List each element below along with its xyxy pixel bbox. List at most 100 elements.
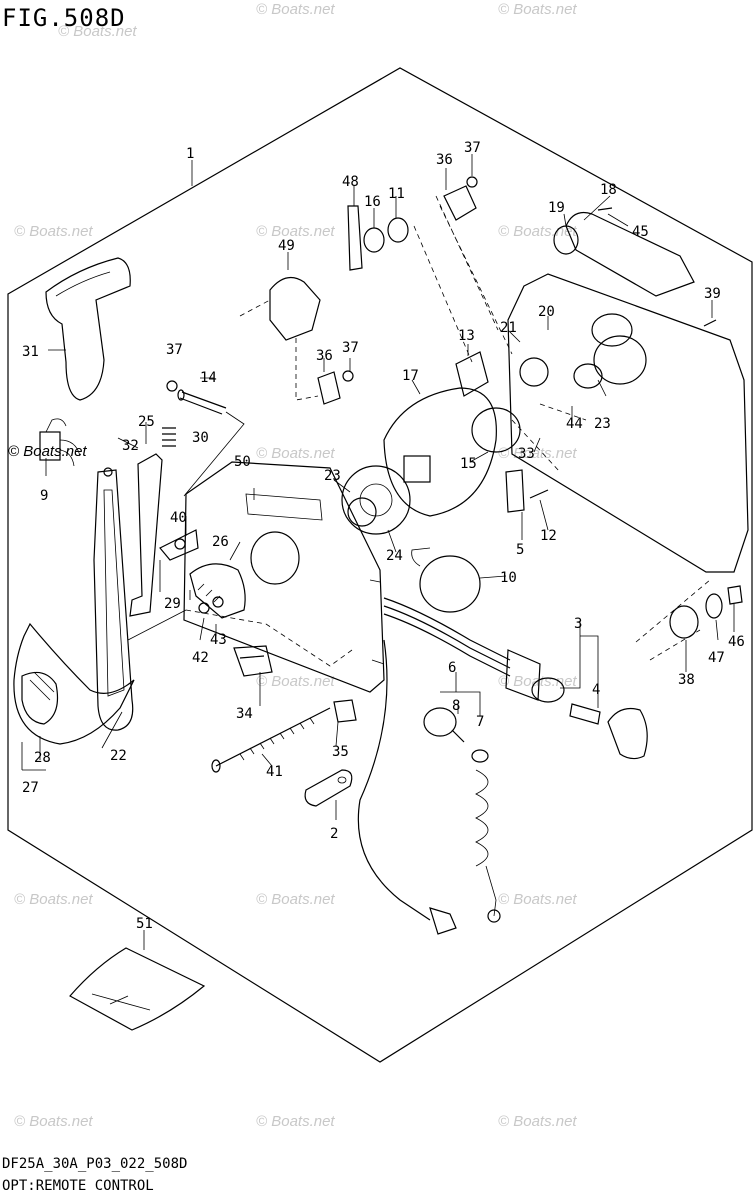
hardware-bag-part xyxy=(69,947,206,1031)
cover-bore xyxy=(593,335,647,385)
callout-44: 44 xyxy=(566,416,583,432)
dashed-assembly-line xyxy=(185,609,353,667)
arm-screw xyxy=(597,207,613,211)
watermark: © Boats.net xyxy=(256,673,335,690)
lever-cover-emblem xyxy=(21,671,59,725)
callout-19: 19 xyxy=(548,200,565,216)
harness-wires xyxy=(383,597,511,677)
lanyard-end xyxy=(485,865,497,917)
handle-grip-detail xyxy=(55,271,111,297)
throttle-bracket-part xyxy=(269,276,321,341)
gear-cam-part xyxy=(189,563,246,619)
callout-36: 36 xyxy=(436,152,453,168)
callout-47: 47 xyxy=(708,650,725,666)
buzzer-part xyxy=(419,555,481,613)
callout-7: 7 xyxy=(476,714,484,730)
callout-37b: 37 xyxy=(342,340,359,356)
pin-end xyxy=(177,389,185,401)
callout-49: 49 xyxy=(278,238,295,254)
dashed-assembly-line xyxy=(635,579,711,661)
callout-1: 1 xyxy=(186,146,194,162)
callout-8: 8 xyxy=(452,698,460,714)
callout-labels: 1 2 3 4 5 6 7 8 9 10 11 12 13 14 15 16 1… xyxy=(22,140,745,932)
nut-part xyxy=(727,585,743,605)
rear-plate-square xyxy=(403,455,431,483)
bolt-part xyxy=(529,489,549,499)
washer-part xyxy=(705,593,723,619)
callout-13: 13 xyxy=(458,328,475,344)
watermark: © Boats.net xyxy=(498,1113,577,1130)
handle-grip-part xyxy=(45,257,131,401)
diagram-code: DF25A_30A_P03_022_508D xyxy=(2,1156,188,1172)
stop-switch-stem xyxy=(451,729,465,743)
leader-line xyxy=(685,604,735,672)
side-cover-part xyxy=(507,273,749,573)
harness-cable xyxy=(357,639,431,921)
callout-23b: 23 xyxy=(594,416,611,432)
figure-title: FIG.508D xyxy=(2,4,126,32)
callout-22: 22 xyxy=(110,748,127,764)
callout-2: 2 xyxy=(330,826,338,842)
clip-part xyxy=(466,176,478,188)
bracket-part xyxy=(129,453,163,617)
callout-11: 11 xyxy=(388,186,405,202)
leader-line xyxy=(127,609,187,641)
callout-38: 38 xyxy=(678,672,695,688)
callout-32: 32 xyxy=(122,438,139,454)
callout-14: 14 xyxy=(200,370,217,386)
callout-35: 35 xyxy=(332,744,349,760)
watermark: © Boats.net xyxy=(14,223,93,240)
callout-5: 5 xyxy=(516,542,524,558)
clip-part xyxy=(166,380,178,392)
housing-part xyxy=(183,461,385,693)
plate-part xyxy=(304,769,353,807)
control-lever-slot xyxy=(103,489,125,697)
shift-arm-part xyxy=(455,351,489,397)
lanyard-coil xyxy=(475,769,489,867)
washer-part xyxy=(387,217,409,243)
callout-40: 40 xyxy=(170,510,187,526)
housing-bore xyxy=(250,531,300,585)
lanyard-hook xyxy=(487,909,501,923)
hardware-bag-detail xyxy=(91,993,151,1011)
callout-43: 43 xyxy=(210,632,227,648)
callout-24: 24 xyxy=(386,548,403,564)
neutral-arm-part xyxy=(565,211,695,297)
leader-line xyxy=(507,195,713,453)
watermarks: © Boats.net © Boats.net © Boats.net © Bo… xyxy=(8,1,577,1130)
dashed-assembly-line xyxy=(511,403,587,473)
bushing-part xyxy=(347,497,377,527)
link-part xyxy=(317,371,341,405)
callout-48: 48 xyxy=(342,174,359,190)
callout-18: 18 xyxy=(600,182,617,198)
switch-part xyxy=(39,431,61,461)
clip-part xyxy=(233,645,273,677)
screw-part xyxy=(103,467,113,477)
dashed-assembly-line xyxy=(239,299,319,401)
shift-rod-part xyxy=(347,205,363,271)
watermark: © Boats.net xyxy=(8,443,87,460)
callout-46: 46 xyxy=(728,634,745,650)
leader-line xyxy=(101,488,255,950)
gear-teeth xyxy=(197,583,221,603)
callout-21: 21 xyxy=(500,320,517,336)
screw-shaft xyxy=(215,707,331,767)
key-cover-part xyxy=(607,707,648,760)
callout-45: 45 xyxy=(632,224,649,240)
watermark: © Boats.net xyxy=(256,891,335,908)
key-switch-face xyxy=(531,677,565,703)
watermark: © Boats.net xyxy=(256,223,335,240)
watermark: © Boats.net xyxy=(498,1,577,18)
callout-33: 33 xyxy=(518,446,535,462)
callout-50: 50 xyxy=(234,454,251,470)
gear-ring-part xyxy=(471,407,521,453)
callout-42: 42 xyxy=(192,650,209,666)
rear-plate-part xyxy=(383,387,497,517)
callout-29: 29 xyxy=(164,596,181,612)
callout-3: 3 xyxy=(574,616,582,632)
assembly-outline xyxy=(7,67,753,1063)
emblem-mark xyxy=(29,671,55,701)
screw-thread xyxy=(239,717,315,761)
